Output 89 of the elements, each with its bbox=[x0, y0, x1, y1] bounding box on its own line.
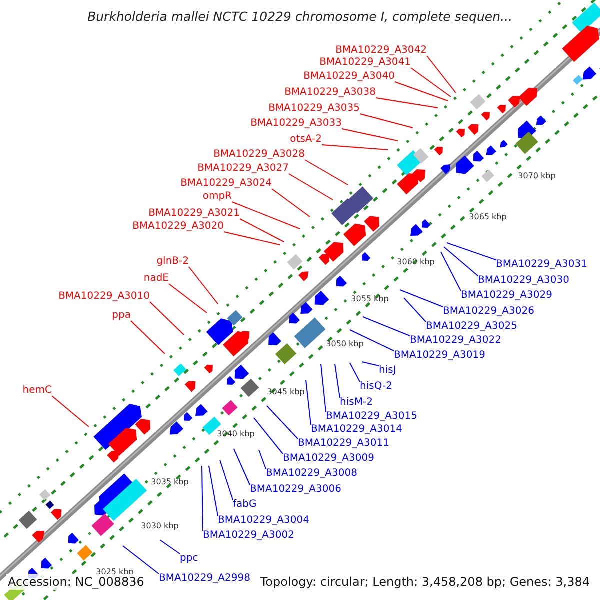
leader-line bbox=[232, 202, 300, 230]
leader-line bbox=[52, 396, 90, 428]
scale-label: 3045 kbp bbox=[267, 388, 305, 396]
gene-label: fabG bbox=[233, 499, 257, 511]
topology-text: Topology: circular; Length: 3,458,208 bp; Genes: 3,384 bbox=[258, 574, 592, 590]
leader-line bbox=[440, 252, 462, 292]
gene-label: BMA10229_A3010 bbox=[58, 291, 150, 303]
leader-line bbox=[168, 284, 208, 314]
gene-label: BMA10229_A3030 bbox=[478, 275, 570, 287]
gene-label: BMA10229_A3025 bbox=[426, 321, 518, 333]
scale-label: 3050 kbp bbox=[326, 340, 364, 348]
leader-line bbox=[208, 466, 218, 516]
gene-label: BMA10229_A3041 bbox=[320, 57, 411, 69]
leader-line bbox=[444, 246, 478, 276]
leader-line bbox=[446, 242, 496, 260]
gene-label: ompR bbox=[202, 191, 232, 203]
leader-line bbox=[350, 330, 394, 352]
leader-line bbox=[288, 174, 334, 200]
gene-label: ppa bbox=[112, 310, 131, 322]
gene-label: hemC bbox=[22, 385, 52, 397]
map-title: Burkholderia mallei NCTC 10229 chromosome I, complete sequen... bbox=[86, 9, 514, 24]
scale-label: 3055 kbp bbox=[351, 294, 389, 304]
gene-label: otsA-2 bbox=[290, 134, 322, 146]
gene-label: BMA10229_A3029 bbox=[461, 290, 552, 302]
leader-line bbox=[306, 380, 312, 426]
gene-label: BMA10229_A3011 bbox=[298, 438, 390, 450]
leader-line bbox=[404, 298, 426, 322]
gene-label: BMA10229_A3035 bbox=[268, 103, 360, 115]
gene-label: BMA10229_A3022 bbox=[410, 335, 502, 347]
leader-line bbox=[130, 320, 166, 354]
leader-line bbox=[258, 450, 266, 470]
gene-label: BMA10229_A3006 bbox=[250, 484, 342, 496]
leader-line bbox=[150, 302, 184, 336]
leader-line bbox=[224, 232, 280, 246]
gene-label: glnB-2 bbox=[156, 256, 189, 268]
gene-label: BMA10229_A3019 bbox=[394, 350, 486, 362]
leader-line bbox=[122, 546, 160, 574]
leader-line bbox=[360, 114, 414, 128]
leader-line bbox=[334, 364, 340, 398]
gene-label: BMA10229_A3040 bbox=[304, 71, 395, 83]
gene-label: nadE bbox=[144, 273, 169, 285]
leader-line bbox=[410, 68, 452, 98]
scale-label: 3035 kbp bbox=[151, 478, 189, 486]
gene-label: ppc bbox=[180, 553, 198, 565]
leader-line bbox=[362, 362, 380, 366]
scale-label: 3065 kbp bbox=[469, 212, 507, 222]
leader-line bbox=[160, 540, 180, 554]
leader-line bbox=[426, 56, 456, 94]
gene-label: BMA10229_A3008 bbox=[266, 468, 358, 480]
gene-label: BMA10229_A3009 bbox=[283, 453, 374, 465]
leader-line bbox=[304, 160, 348, 186]
leader-line bbox=[376, 98, 438, 108]
gene-label: hisQ-2 bbox=[360, 381, 392, 393]
gene-label: BMA10229_A3042 bbox=[336, 45, 427, 57]
leader-line bbox=[400, 290, 444, 308]
leader-line bbox=[188, 266, 218, 304]
gene-label: BMA10229_A3028 bbox=[214, 149, 305, 161]
leader-line bbox=[220, 460, 234, 500]
accession-text: Accession: NC_008836 bbox=[6, 574, 146, 590]
gene-label: BMA10229_A3033 bbox=[250, 118, 342, 130]
gene-label: BMA10229_A3026 bbox=[443, 306, 534, 318]
leader-line bbox=[254, 418, 284, 454]
scale-label: 3030 kbp bbox=[141, 522, 179, 530]
gene-label: BMA10229_A3027 bbox=[198, 163, 289, 175]
leader-line bbox=[202, 466, 204, 532]
gene-label: BMA10229_A3024 bbox=[180, 178, 272, 190]
leader-line bbox=[322, 144, 388, 150]
gene-label: hisJ bbox=[379, 365, 396, 377]
scale-label: 3070 kbp bbox=[518, 172, 556, 180]
leader-line bbox=[350, 362, 360, 382]
gene-label: BMA10229_A3015 bbox=[326, 411, 418, 423]
gene-label: BMA10229_A2998 bbox=[159, 573, 250, 585]
leader-line bbox=[362, 316, 410, 336]
leader-line bbox=[342, 128, 398, 142]
scale-label: 3025 kbp bbox=[96, 568, 134, 576]
gene-label: BMA10229_A3021 bbox=[148, 208, 240, 220]
gene-label: BMA10229_A3002 bbox=[203, 530, 294, 542]
leader-line bbox=[266, 406, 298, 440]
gene-label: BMA10229_A3038 bbox=[284, 87, 376, 99]
leader-line bbox=[234, 448, 250, 486]
gene-label: BMA10229_A3031 bbox=[496, 259, 588, 271]
gene-label: BMA10229_A3004 bbox=[218, 515, 310, 527]
leader-line bbox=[320, 364, 326, 412]
leader-line bbox=[272, 188, 310, 218]
gene-label: BMA10229_A3014 bbox=[311, 424, 402, 436]
gene-label: BMA10229_A3020 bbox=[132, 221, 224, 233]
gene-label: hisM-2 bbox=[340, 397, 373, 409]
leader-line bbox=[394, 82, 448, 102]
leader-line bbox=[240, 218, 284, 242]
